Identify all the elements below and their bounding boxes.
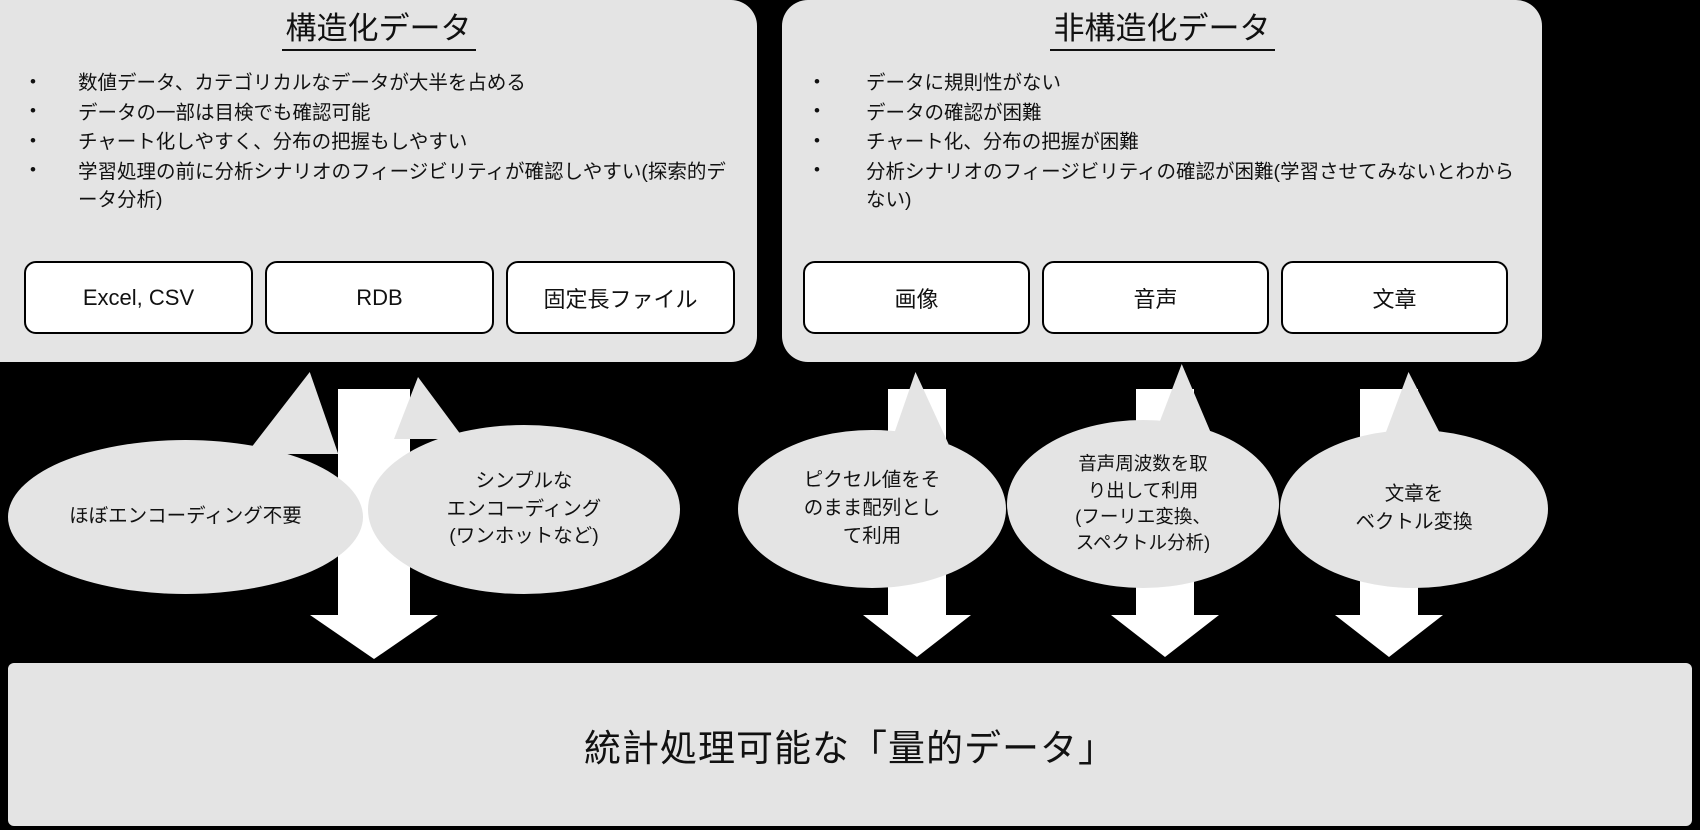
bullet-marker: • — [30, 130, 36, 150]
arrow-head — [310, 615, 438, 659]
bullet-text: 数値データ、カテゴリカルなデータが大半を占める — [78, 72, 526, 95]
callout-text: ピクセル値をそ のまま配列とし て利用 — [803, 469, 941, 547]
callout-bubble: ほぼエンコーディング不要 — [8, 440, 363, 594]
callout-tail — [246, 372, 350, 454]
callout-no-encoding: ほぼエンコーディング不要 — [8, 372, 363, 594]
callout-audio-frequency: 音声周波数を取 り出して利用 (フーリエ変換、 スペクトル分析) — [1007, 364, 1279, 588]
list-item: • チャート化、分布の把握が困難 — [814, 128, 1520, 156]
source-box-text[interactable]: 文章 — [1281, 261, 1508, 334]
list-item: • 分析シナリオのフィージビリティの確認が困難(学習させてみないとわからない) — [814, 158, 1520, 215]
bullet-marker: • — [814, 160, 820, 180]
callout-tail — [394, 377, 464, 439]
bullet-marker: • — [30, 71, 36, 91]
arrow-head — [863, 615, 971, 657]
structured-panel-title-text: 構造化データ — [281, 11, 476, 52]
list-item: • 数値データ、カテゴリカルなデータが大半を占める — [30, 69, 733, 97]
list-item: • 学習処理の前に分析シナリオのフィージビリティが確認しやすい(探索的データ分析… — [30, 158, 733, 215]
unstructured-bullet-list: • データに規則性がない • データの確認が困難 • チャート化、分布の把握が困… — [814, 69, 1520, 214]
callout-text: シンプルな エンコーディング (ワンホットなど) — [446, 469, 602, 548]
arrow-head — [1111, 615, 1219, 657]
callout-bubble: 文章を ベクトル変換 — [1280, 430, 1548, 588]
unstructured-panel-title-text: 非構造化データ — [1049, 11, 1275, 52]
result-bar-label: 統計処理可能な「量的データ」 — [584, 727, 1116, 769]
source-box-label: 文章 — [1372, 286, 1417, 312]
bullet-text: 分析シナリオのフィージビリティの確認が困難(学習させてみないとわからない) — [866, 160, 1515, 211]
source-box-fixed-length-file[interactable]: 固定長ファイル — [506, 261, 735, 334]
bullet-text: データの一部は目検でも確認可能 — [78, 101, 371, 124]
list-item: • データに規則性がない — [814, 69, 1520, 97]
callout-text-vector: 文章を ベクトル変換 — [1280, 372, 1548, 588]
callout-simple-encoding: シンプルな エンコーディング (ワンホットなど) — [368, 377, 680, 594]
list-item: • データの一部は目検でも確認可能 — [30, 99, 733, 127]
bullet-text: チャート化しやすく、分布の把握もしやすい — [78, 131, 468, 154]
bullet-marker: • — [30, 160, 36, 180]
list-item: • データの確認が困難 — [814, 99, 1520, 127]
bullet-text: 学習処理の前に分析シナリオのフィージビリティが確認しやすい(探索的データ分析) — [78, 160, 726, 211]
source-box-audio[interactable]: 音声 — [1042, 261, 1269, 334]
source-box-excel-csv[interactable]: Excel, CSV — [24, 261, 253, 334]
structured-panel-title: 構造化データ — [0, 0, 757, 52]
source-box-label: 画像 — [894, 286, 939, 312]
unstructured-panel-title: 非構造化データ — [782, 0, 1542, 52]
source-box-label: 固定長ファイル — [543, 286, 698, 312]
source-box-label: 音声 — [1133, 286, 1178, 312]
bullet-marker: • — [30, 101, 36, 121]
list-item: • チャート化しやすく、分布の把握もしやすい — [30, 128, 733, 156]
source-box-rdb[interactable]: RDB — [265, 261, 494, 334]
source-box-image[interactable]: 画像 — [803, 261, 1030, 334]
callout-pixel-array: ピクセル値をそ のまま配列とし て利用 — [738, 372, 1006, 588]
source-box-label: Excel, CSV — [82, 284, 195, 310]
callout-text: 音声周波数を取 り出して利用 (フーリエ変換、 スペクトル分析) — [1075, 453, 1211, 554]
structured-bullet-list: • 数値データ、カテゴリカルなデータが大半を占める • データの一部は目検でも確… — [30, 69, 733, 214]
bullet-text: チャート化、分布の把握が困難 — [866, 131, 1139, 154]
callout-text: 文章を ベクトル変換 — [1355, 483, 1473, 533]
bullet-marker: • — [814, 101, 820, 121]
bullet-marker: • — [814, 71, 820, 91]
unstructured-source-box-row: 画像 音声 文章 — [803, 261, 1508, 334]
callout-text: ほぼエンコーディング不要 — [69, 505, 302, 528]
callout-bubble: ピクセル値をそ のまま配列とし て利用 — [738, 430, 1006, 588]
source-box-label: RDB — [356, 284, 403, 310]
structured-source-box-row: Excel, CSV RDB 固定長ファイル — [24, 261, 735, 334]
bullet-text: データの確認が困難 — [866, 101, 1042, 124]
bullet-marker: • — [814, 130, 820, 150]
result-bar: 統計処理可能な「量的データ」 — [8, 663, 1692, 826]
callout-bubble: 音声周波数を取 り出して利用 (フーリエ変換、 スペクトル分析) — [1007, 420, 1279, 588]
arrow-head — [1335, 615, 1443, 657]
bullet-text: データに規則性がない — [866, 72, 1062, 95]
callout-bubble: シンプルな エンコーディング (ワンホットなど) — [368, 425, 680, 594]
